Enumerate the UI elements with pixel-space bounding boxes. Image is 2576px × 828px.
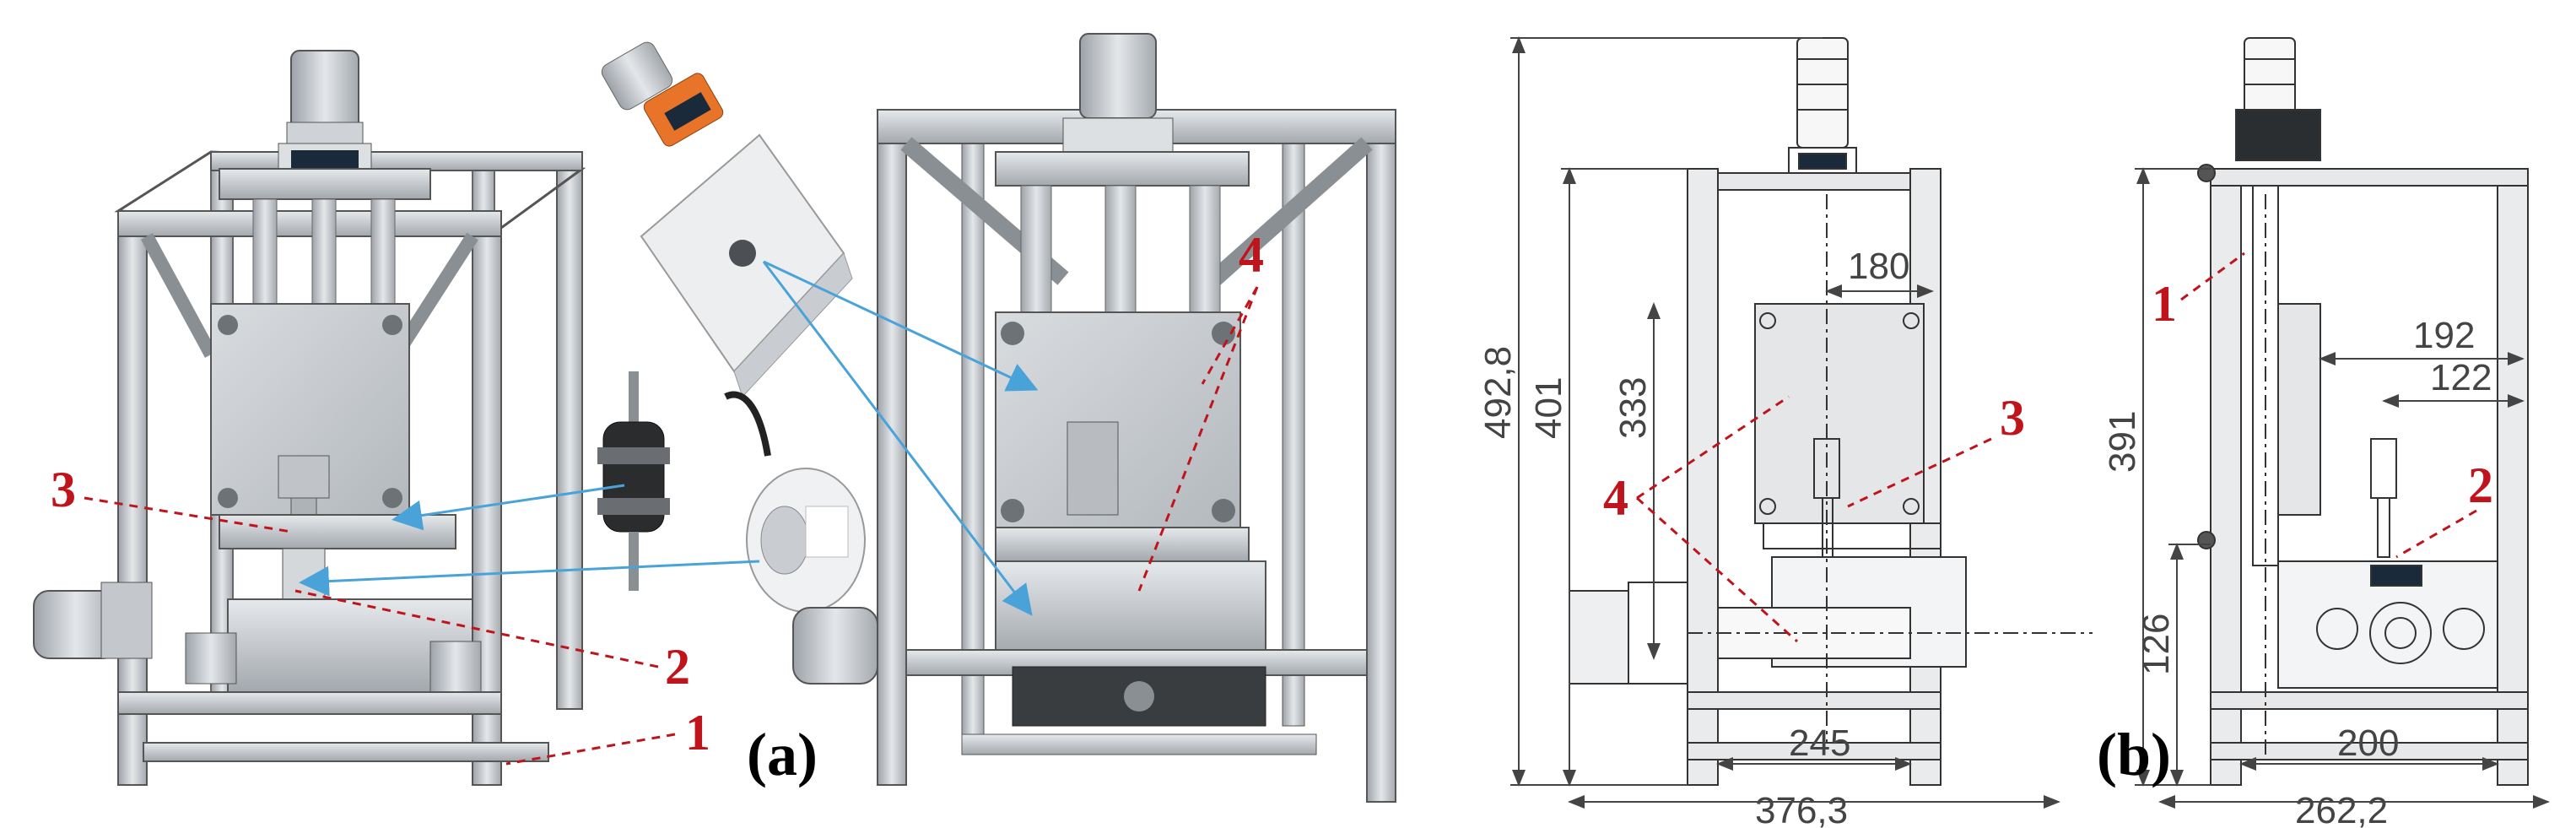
dim-front-plate-width: 180 [1848, 246, 1909, 287]
panel-b-front-drawing [1569, 37, 2093, 786]
callout-2-b: 2 [2468, 457, 2493, 513]
callout-2-a: 2 [665, 639, 690, 695]
dim-front-frame-height: 401 [1528, 377, 1569, 439]
panel-b-side-drawing [2197, 37, 2529, 786]
panel-a-right-machine [792, 33, 1396, 803]
callout-4-a: 4 [1239, 227, 1264, 283]
dim-front-total-width: 376,3 [1755, 790, 1848, 828]
dim-side-width-192: 192 [2413, 315, 2475, 356]
panel-a-left-machine [33, 50, 586, 786]
dim-side-lower-height: 126 [2136, 614, 2177, 675]
panel-b-side-callout-lines [2180, 252, 2477, 559]
dim-side-width-122: 122 [2430, 357, 2492, 398]
dim-front-inner-width: 245 [1789, 722, 1850, 764]
panel-b-front-callout-lines [1635, 395, 1992, 643]
panel-label-b: (b) [2097, 721, 2171, 788]
callout-1-b: 1 [2152, 276, 2177, 332]
panel-label-a: (a) [747, 721, 818, 788]
callout-3-a: 3 [51, 462, 76, 517]
dim-side-frame-height: 391 [2102, 411, 2143, 473]
dim-front-plate-height: 333 [1612, 377, 1654, 439]
panel-a-damper-closeup [597, 371, 670, 591]
callout-3-b: 3 [2000, 390, 2025, 446]
panel-a-force-sensor-closeup [724, 391, 866, 613]
dim-side-total-width: 262,2 [2295, 790, 2388, 828]
callout-4-b: 4 [1603, 470, 1628, 526]
panel-b-front-dimensions [1510, 36, 2060, 809]
dim-front-total-height: 492,8 [1477, 346, 1519, 439]
dim-side-inner-width: 200 [2337, 722, 2399, 764]
panel-a-callout-lines [84, 286, 1259, 766]
panel-b-side-dimensions [2135, 167, 2550, 809]
panel-a-load-cell-closeup [601, 41, 853, 398]
callout-1-a: 1 [685, 705, 710, 760]
panel-a-blue-arrows [299, 260, 1039, 616]
